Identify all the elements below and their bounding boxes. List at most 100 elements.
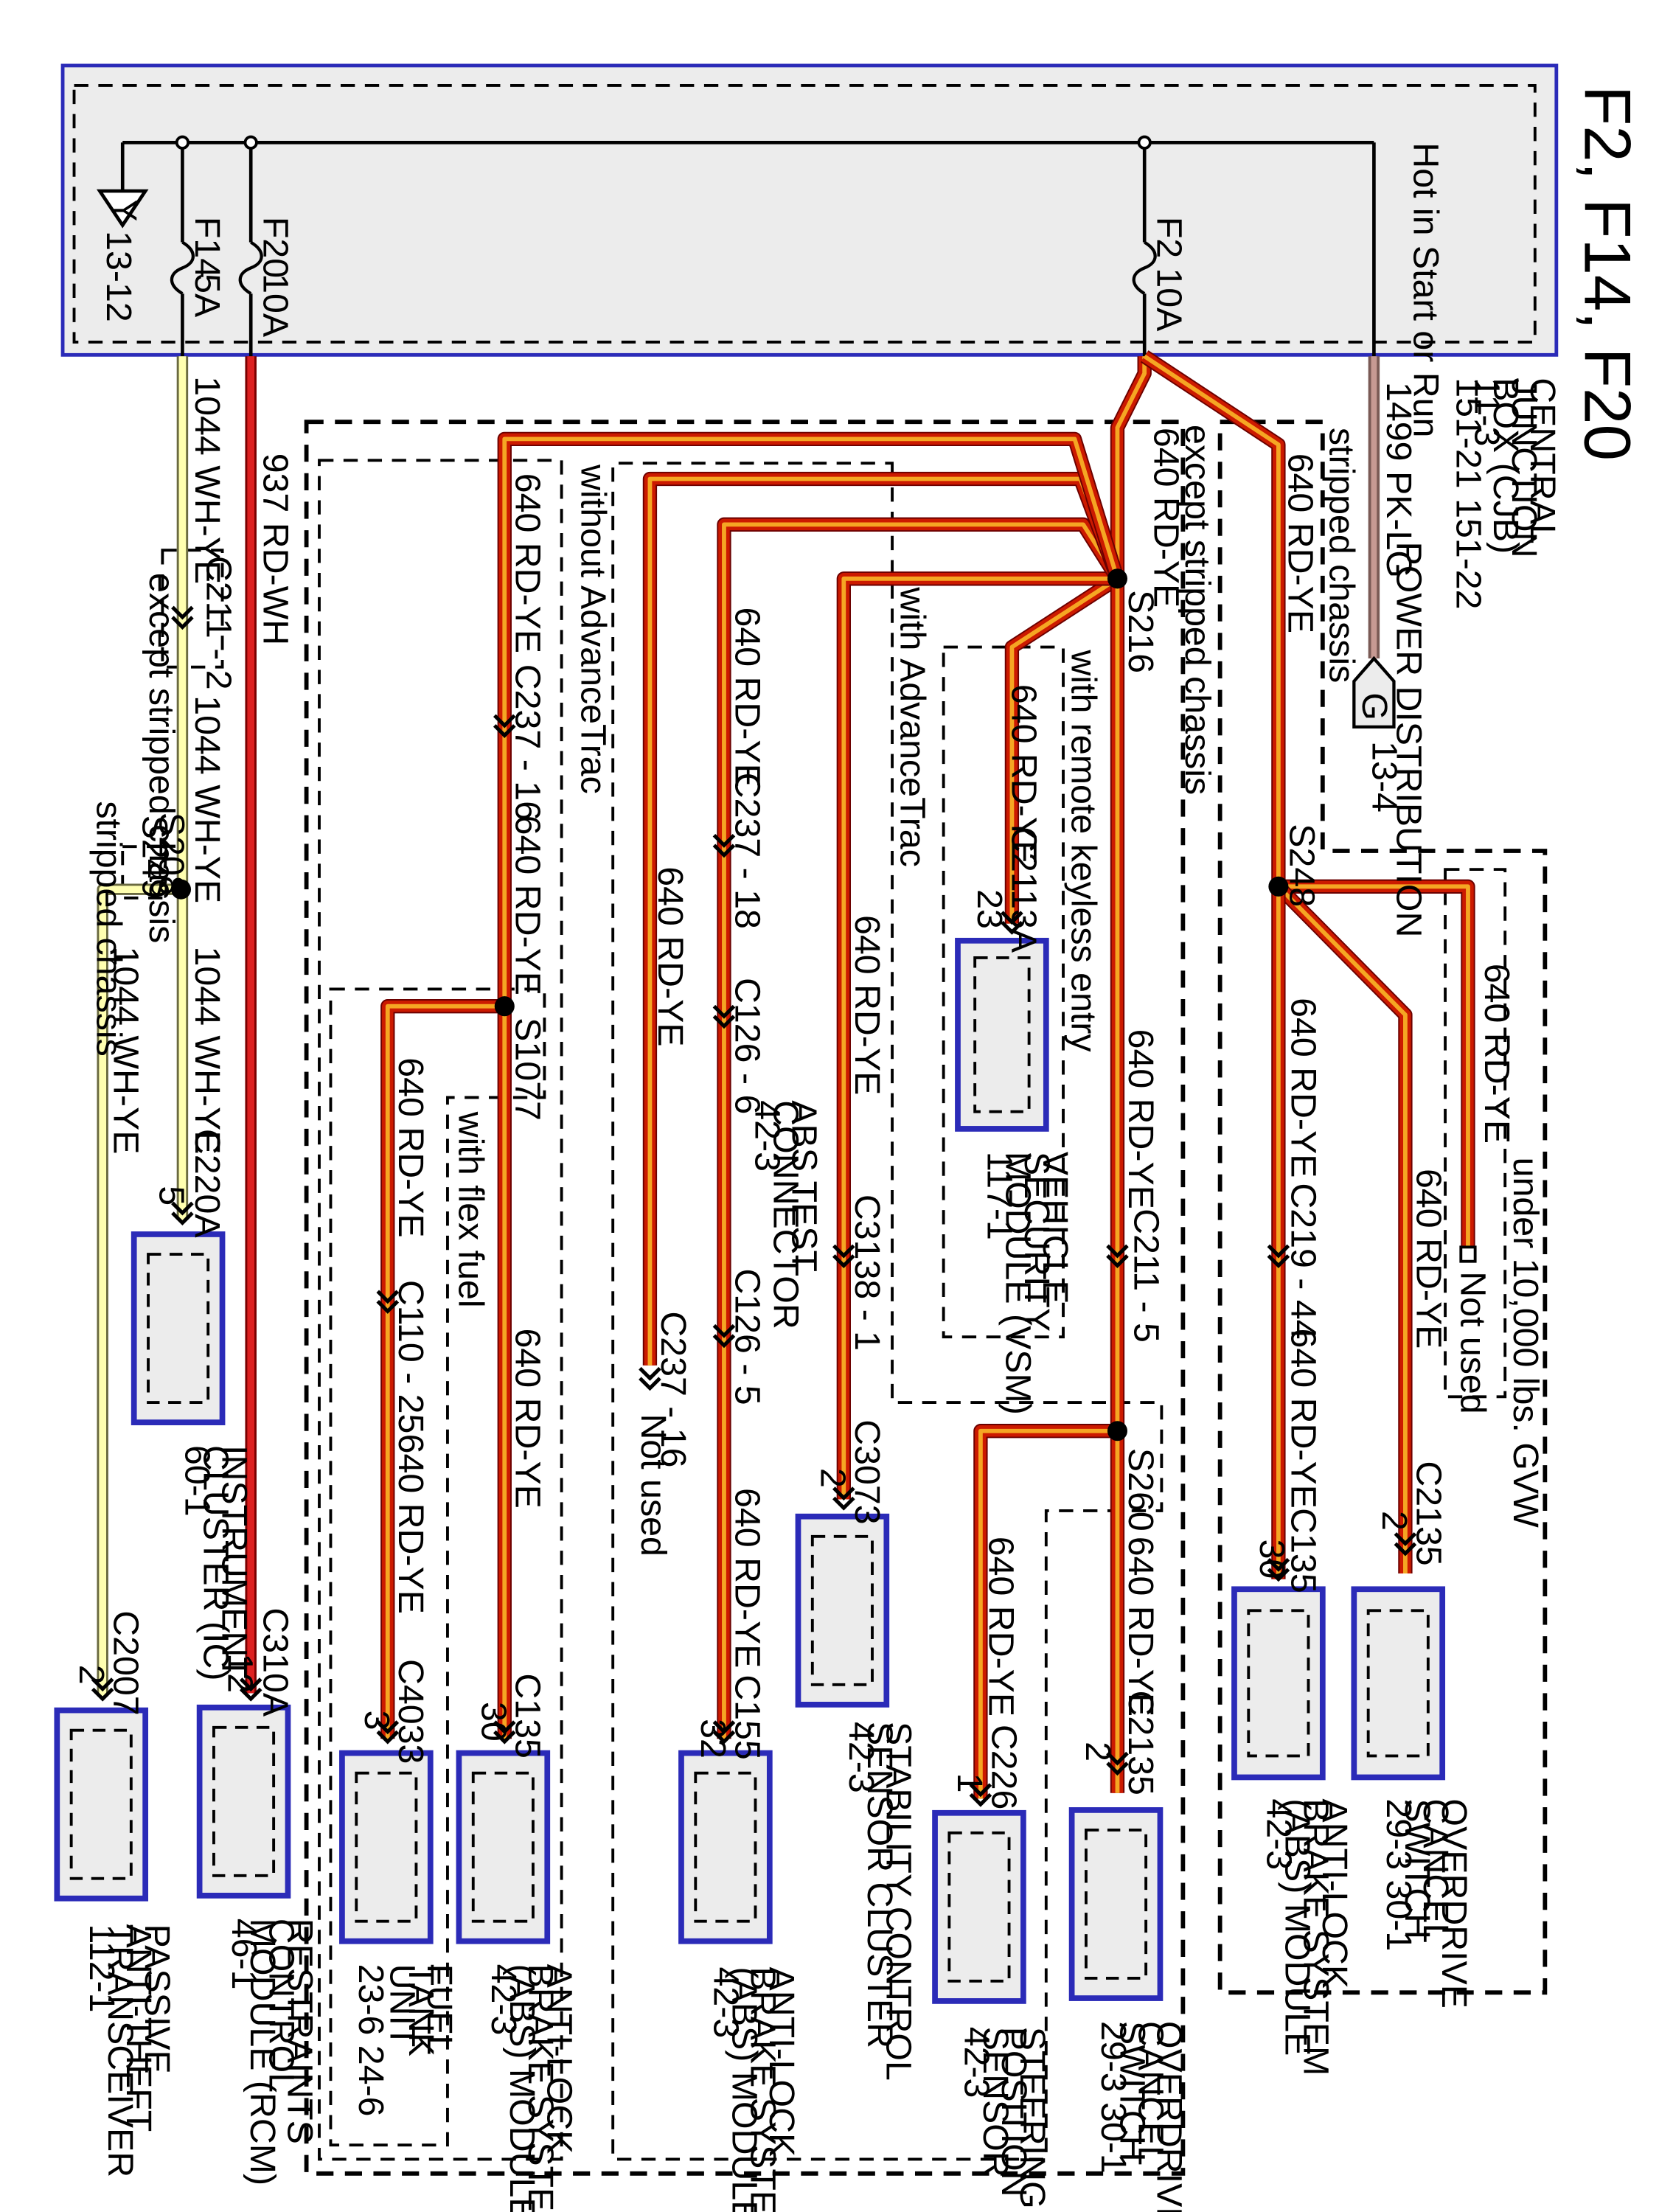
- conn-c220a: C220A: [187, 1129, 227, 1238]
- region-without-advancetrac: [318, 459, 563, 2161]
- pin-c4033: 3: [357, 1711, 397, 1731]
- wire-label-abs-b: 640 RD-YE: [727, 607, 767, 787]
- conn-c126-6: C126 - 6: [727, 978, 767, 1114]
- splice-s216-label: S216: [1121, 590, 1161, 673]
- ground-reference-symbol: Y 13-12: [96, 189, 149, 322]
- abs-test-connector-3: 42-3: [747, 1100, 787, 1172]
- svg-text:RESTRAINTS: RESTRAINTS: [279, 1919, 319, 2144]
- svg-text:MODULE (RCM): MODULE (RCM): [243, 1919, 282, 2185]
- wire-label-c2135a: 640 RD-YE: [1408, 1169, 1448, 1349]
- component-abs-module-c: [456, 1750, 551, 1944]
- conn-c237-18: C237 - 18: [727, 773, 767, 929]
- svg-text:(ABS) MODULE: (ABS) MODULE: [502, 1964, 542, 2212]
- pin-c3073: 2: [813, 1468, 852, 1488]
- ground-g-symbol: G: [1352, 655, 1396, 728]
- conn-c3073: C3073: [847, 1419, 887, 1524]
- pin-c135-b: 30: [473, 1702, 513, 1742]
- pd-label: POWER DISTRIBUTION: [1388, 542, 1428, 938]
- wire-label-c155: 640 RD-YE: [727, 1488, 767, 1668]
- pin-c220a: 5: [151, 1186, 191, 1206]
- splice-s1077-dot: [494, 996, 515, 1017]
- conn-c237-16: C237 - 16: [508, 664, 548, 821]
- svg-text:OVERDRIVE: OVERDRIVE: [1150, 2021, 1189, 2212]
- svg-text:BRAKE SYSTEM: BRAKE SYSTEM: [521, 1964, 560, 2212]
- label-abs-module-a: ANTI-LOCK BRAKE SYSTEM (ABS) MODULE 42-3: [1259, 1798, 1354, 2076]
- wire-s248-c2135a: [1273, 881, 1413, 1574]
- wire-label-abs-c-top: 640 RD-YE: [508, 473, 548, 653]
- qualifier-with-rke: with remote keyless entry: [1064, 649, 1104, 1052]
- diagram-labels: 1499 PK-LG stripped chassis POWER DISTRI…: [72, 376, 1545, 2212]
- component-overdrive-cancel-switch-a: [1351, 1586, 1446, 1781]
- fuse-f2-id: F2: [1150, 217, 1189, 258]
- pin-c310a: 12: [220, 1653, 260, 1693]
- label-fuel-tank: FUEL TANK UNIT 23-6 24-6: [351, 1964, 459, 2117]
- wire-label-1044-top: 1044 WH-YE: [187, 376, 227, 584]
- svg-text:ANTI-LOCK: ANTI-LOCK: [762, 1967, 801, 2157]
- qualifier-stripped-short: stripped chassis: [88, 801, 128, 1056]
- fuse-f14-rating: 5A: [187, 274, 227, 318]
- svg-text:42-3: 42-3: [841, 1722, 881, 1793]
- fuse-f2-icon: [1132, 240, 1157, 357]
- splice-s260-dot: [1107, 1421, 1127, 1441]
- svg-text:117-1: 117-1: [980, 1152, 1020, 1240]
- svg-text:STABILITY CONTROL: STABILITY CONTROL: [878, 1722, 918, 2081]
- component-overdrive-cancel-switch-b: [1068, 1807, 1164, 2001]
- conn-c226: C226: [984, 1725, 1023, 1810]
- pd-ref: 13-4: [1364, 741, 1404, 813]
- page-title: F2, F14, F20: [1571, 86, 1644, 461]
- conn-c3138-1: C3138 - 1: [847, 1194, 887, 1351]
- wire-label-under10000: 640 RD-YE: [1477, 964, 1517, 1144]
- fuse-f20-id: F20: [256, 217, 296, 278]
- fuse-f20-icon: [238, 240, 263, 357]
- svg-text:ANTI-LOCK: ANTI-LOCK: [539, 1964, 579, 2154]
- component-stability-control-sensor: [795, 1513, 890, 1708]
- label-abs-module-b: ANTI-LOCK BRAKE SYSTEM (ABS) MODULE 42-3: [706, 1967, 801, 2212]
- qualifier-with-advancetrac: with AdvanceTrac: [893, 586, 933, 867]
- wire-label-s216-down: 640 RD-YE: [1121, 1029, 1161, 1209]
- label-pats: PASSIVE ANTI-THEFT TRANSCEIVER 112-1: [82, 1924, 177, 2178]
- wire-label-abs-c-low: 640 RD-YE: [508, 1329, 548, 1509]
- wire-s1077-fuel: [380, 999, 505, 1739]
- wire-s216-stability: [836, 571, 1118, 1500]
- splice-s260-label: S260: [1121, 1448, 1161, 1531]
- pin-c2007: 2: [72, 1665, 111, 1685]
- label-rcm: RESTRAINTS CONTROL MODULE (RCM) 46-1: [224, 1919, 319, 2185]
- component-steering-position-sensor: [932, 1809, 1026, 2004]
- fuse-f2-rating: 10A: [1150, 268, 1189, 332]
- conn-c155: C155: [727, 1674, 767, 1759]
- wire-label-1044-pats: 1044 WH-YE: [106, 947, 146, 1155]
- central-junction-box: [60, 63, 1559, 357]
- wire-f2-to-s248: [1140, 350, 1286, 887]
- region-with-advancetrac: [611, 462, 1164, 2161]
- svg-text:CONTROL: CONTROL: [261, 1919, 301, 2093]
- conn-c211-2: C211 - 2: [198, 556, 238, 690]
- wire-f2-to-s216: [1110, 356, 1152, 579]
- svg-text:CANCEL: CANCEL: [1130, 2021, 1170, 2166]
- fuse-f20-rating: 10A: [256, 274, 296, 338]
- label-stability-sensor: STABILITY CONTROL SENSOR CLUSTER 42-3: [841, 1722, 918, 2081]
- svg-text:CANCEL: CANCEL: [1416, 1798, 1455, 1943]
- label-abs-module-c: ANTI-LOCK BRAKE SYSTEM (ABS) MODULE 42-3: [484, 1964, 579, 2212]
- wire-s260-steering: [973, 1424, 1118, 1799]
- splice-s248-label: S248: [1281, 824, 1321, 907]
- svg-text:42-3: 42-3: [706, 1967, 745, 2039]
- wire-label-fuel-low: 640 RD-YE: [391, 1434, 431, 1614]
- qualifier-except-stripped: except stripped chassis: [1178, 425, 1217, 795]
- conn-c2113a: C2113A: [1004, 827, 1043, 953]
- region-under-10000-outer: [1217, 420, 1548, 1995]
- wire-label-937: 937 RD-WH: [256, 453, 296, 645]
- pin-c135-a: 30: [1252, 1540, 1292, 1579]
- cjb-inner-boundary: [72, 84, 1537, 344]
- svg-text:VEHICLE: VEHICLE: [1035, 1152, 1075, 1304]
- svg-text:SWITCH: SWITCH: [1112, 2021, 1152, 2162]
- svg-text:42-3: 42-3: [957, 2027, 997, 2098]
- svg-text:42-3: 42-3: [484, 1964, 524, 2036]
- svg-text:46-1: 46-1: [224, 1919, 264, 1990]
- not-used-terminal: [1459, 1245, 1477, 1263]
- svg-text:MODULE (VSM): MODULE (VSM): [998, 1152, 1038, 1415]
- svg-text:G: G: [1354, 692, 1394, 720]
- component-pats: [54, 1707, 149, 1902]
- cjb-bus: [120, 135, 1376, 357]
- svg-text:29-3 30-1: 29-3 30-1: [1093, 2021, 1133, 2174]
